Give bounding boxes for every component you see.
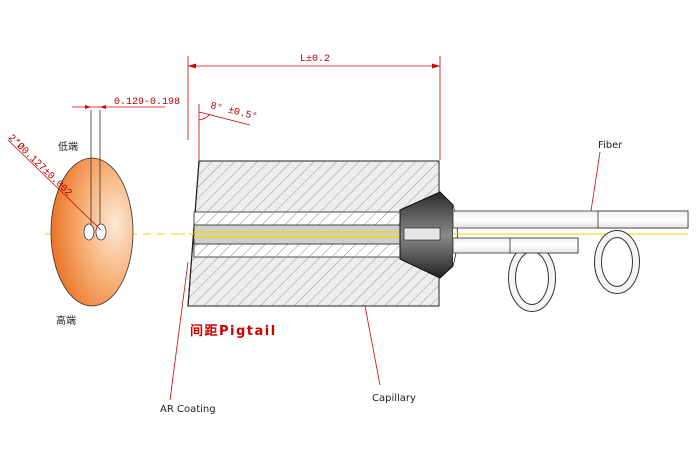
ar-coating-leader bbox=[169, 261, 189, 401]
angle-arc bbox=[198, 113, 211, 121]
fiber-tubes bbox=[452, 210, 689, 312]
pitch-arrow-left bbox=[85, 105, 91, 109]
fiber-tube-lower-cover bbox=[509, 237, 579, 254]
fiber-loop-left bbox=[509, 245, 555, 311]
length-dimension: L±0.2 bbox=[187, 54, 441, 160]
angle-label: 8° ±0.5° bbox=[209, 100, 258, 123]
angle-leader bbox=[198, 111, 251, 126]
bore-upper-hatch bbox=[194, 213, 440, 225]
fiber-loop-right bbox=[595, 231, 639, 293]
capillary-leader bbox=[364, 305, 381, 386]
capillary-body bbox=[180, 160, 441, 307]
length-arrow-left bbox=[188, 63, 196, 69]
length-label: L±0.2 bbox=[300, 54, 330, 65]
ar-coating-label: AR Coating bbox=[160, 404, 216, 415]
pitch-dimension: 0.129-0.198 bbox=[72, 97, 180, 109]
bore-lower-hatch bbox=[194, 244, 440, 256]
low-end-label: 低端 bbox=[58, 140, 78, 153]
fiber-label: Fiber bbox=[598, 140, 623, 151]
hole-diameter-leader bbox=[7, 139, 102, 231]
fiber-hole-left bbox=[83, 223, 95, 241]
ferrule-inner bbox=[403, 227, 441, 241]
fiber-channel bbox=[193, 224, 405, 245]
pitch-arrow-right bbox=[100, 105, 106, 109]
fiber-leader bbox=[590, 151, 601, 212]
fiber-tube-upper-cover bbox=[597, 210, 689, 229]
pitch-range-label: 0.129-0.198 bbox=[114, 97, 180, 108]
angle-dimension: 8° ±0.5° bbox=[198, 100, 259, 161]
capillary-label: Capillary bbox=[372, 393, 416, 404]
pitch-pigtail-label: 间距Pigtail bbox=[190, 323, 277, 339]
end-face bbox=[45, 110, 180, 307]
high-end-label: 高端 bbox=[56, 314, 76, 327]
length-arrow-right bbox=[432, 63, 440, 69]
